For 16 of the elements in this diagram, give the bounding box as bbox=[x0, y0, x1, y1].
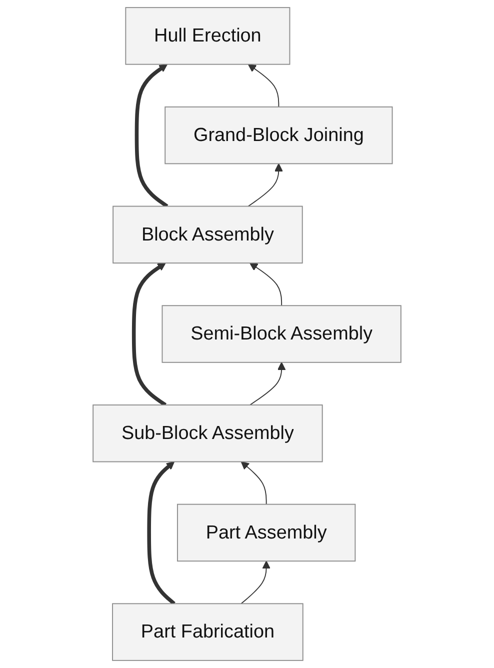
arrow bbox=[240, 461, 267, 505]
arrow bbox=[248, 163, 283, 207]
node-box: Semi-Block Assembly bbox=[162, 305, 402, 363]
arrow bbox=[250, 262, 282, 306]
arrow bbox=[248, 64, 280, 108]
arrow bbox=[132, 262, 167, 407]
arrow bbox=[147, 461, 176, 606]
node-box: Hull Erection bbox=[125, 7, 290, 65]
node-box: Part Fabrication bbox=[112, 603, 304, 661]
arrow bbox=[249, 362, 286, 406]
node-box: Grand-Block Joining bbox=[164, 106, 393, 164]
node-box: Block Assembly bbox=[112, 206, 303, 264]
arrow bbox=[134, 64, 168, 208]
node-box: Part Assembly bbox=[177, 504, 356, 562]
arrow bbox=[240, 560, 270, 604]
node-box: Sub-Block Assembly bbox=[92, 404, 323, 462]
